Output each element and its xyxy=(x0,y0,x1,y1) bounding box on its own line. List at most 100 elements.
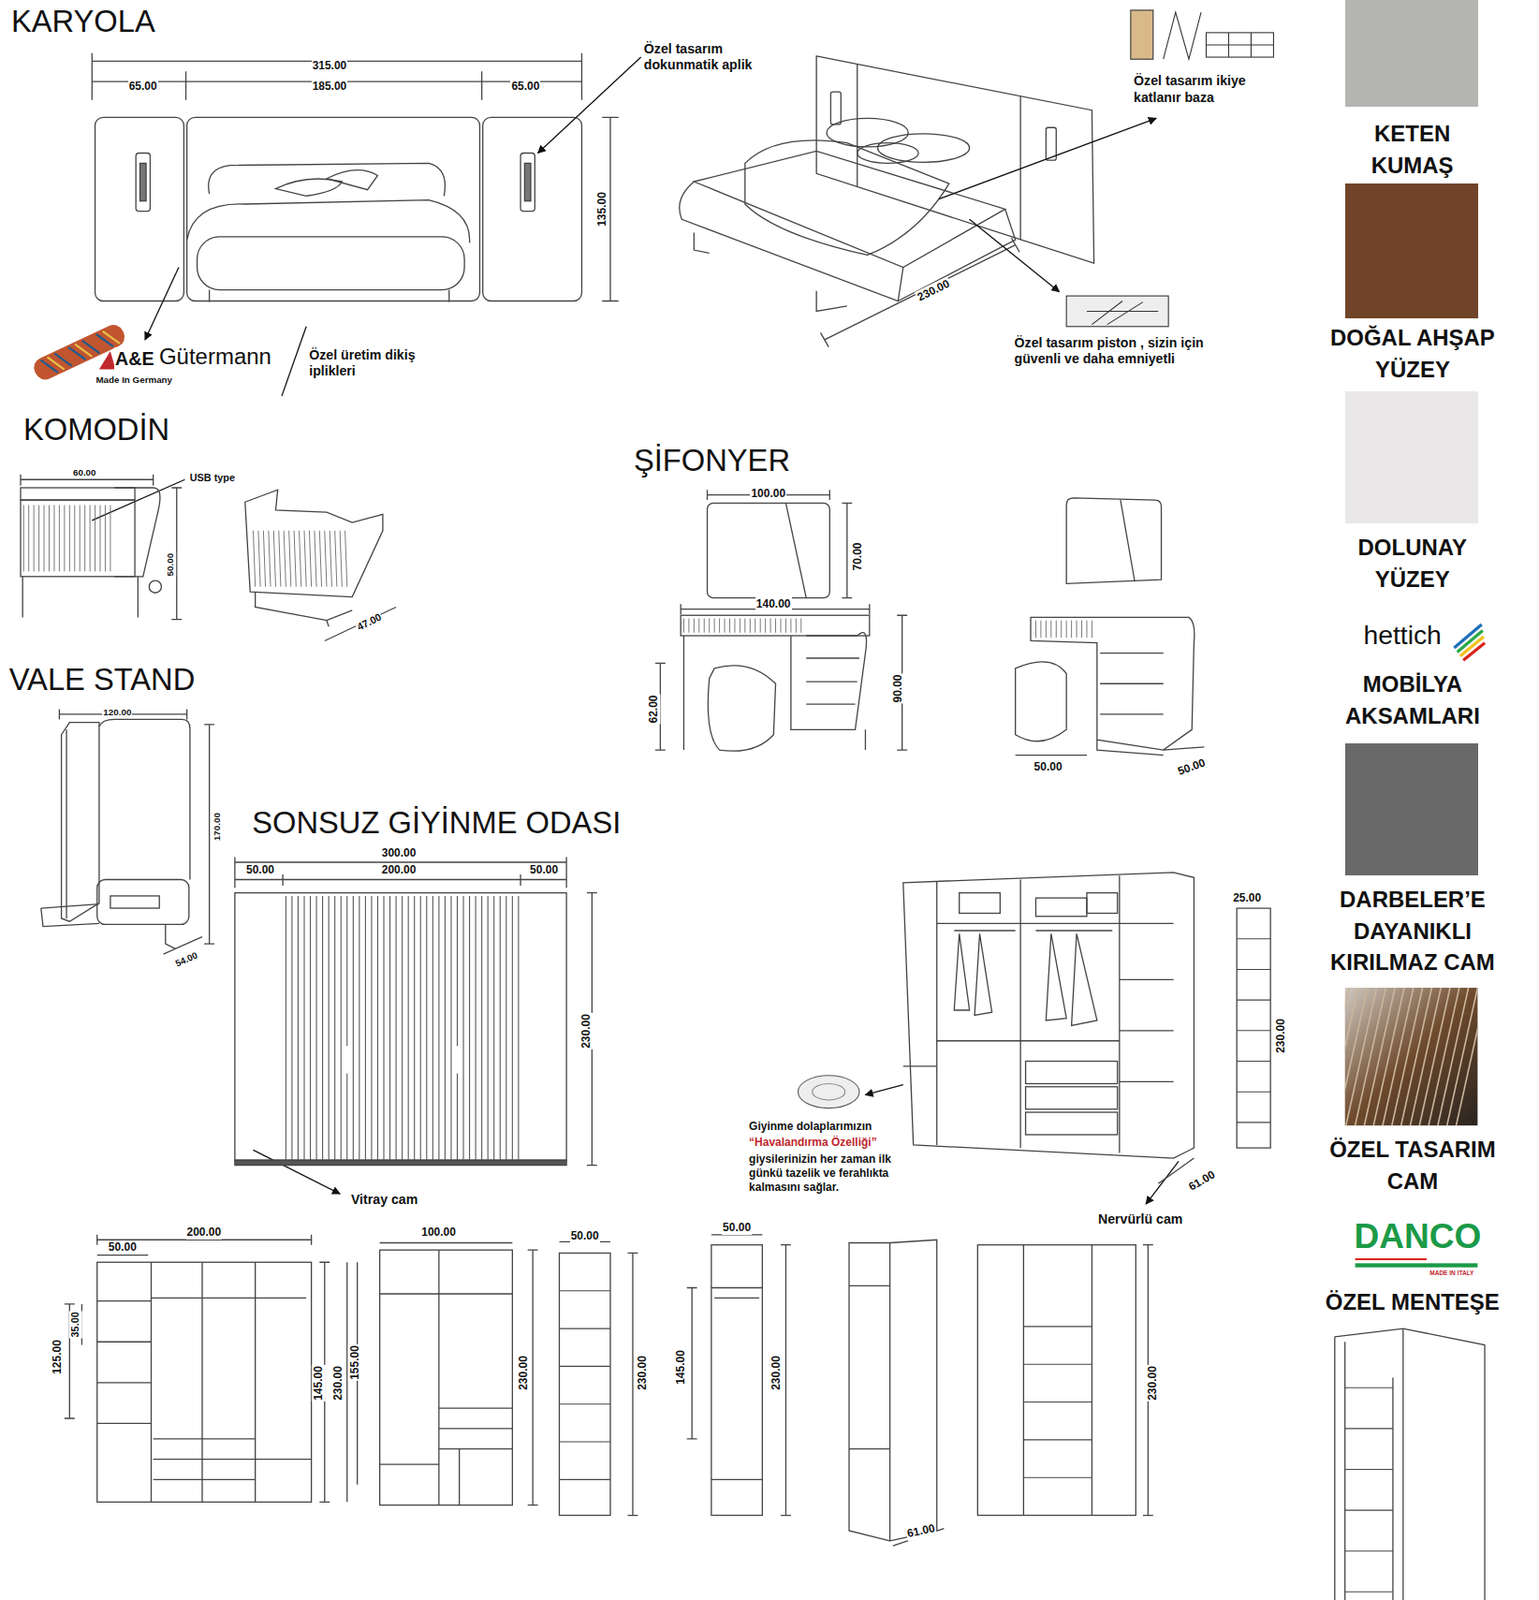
vitray-stripes xyxy=(370,895,372,1160)
vitray-stripes xyxy=(346,895,348,1160)
ribbed-front xyxy=(89,505,91,572)
side-shelves xyxy=(1236,968,1271,970)
dimension-label: 61.00 xyxy=(1186,1167,1219,1195)
dimension-label: 135.00 xyxy=(595,190,610,228)
vitray-stripes xyxy=(352,895,354,1160)
leader-lines xyxy=(969,219,1060,292)
module-shelves xyxy=(558,1441,610,1443)
ribbed-front xyxy=(268,530,271,587)
cam-ribs xyxy=(1392,987,1423,1126)
vitray-stripes xyxy=(408,895,410,1160)
cam-ribs xyxy=(1428,987,1460,1126)
vitray-stripes xyxy=(425,895,427,1160)
wardrobe-perspective xyxy=(1236,908,1271,1148)
ribbed-front xyxy=(749,617,751,632)
ribbed-front xyxy=(744,617,746,632)
bed-perspective xyxy=(693,233,847,312)
dimension-label: 50.00 xyxy=(245,863,276,878)
wardrobe-modules xyxy=(97,1261,312,1502)
module-shelves xyxy=(558,1290,1393,1593)
ribbed-front xyxy=(764,617,766,632)
ribbed-front xyxy=(1060,620,1062,639)
ribbed-front xyxy=(714,617,716,632)
ribbed-front xyxy=(23,505,1092,639)
vale-stand xyxy=(110,895,160,909)
vitray-stripes xyxy=(499,895,501,1160)
callout-note: Özel tasarım dokunmatik aplik xyxy=(643,41,783,74)
bed-perspective xyxy=(679,56,1095,348)
dimension-label: 230.00 xyxy=(635,1354,650,1392)
ribbed-front xyxy=(38,505,40,572)
ribbed-front xyxy=(688,617,689,632)
ribbed-front xyxy=(339,530,342,587)
material-swatch xyxy=(1345,0,1479,107)
brand-logo: MADE IN ITALY xyxy=(1428,1269,1475,1277)
ribbed-front xyxy=(1091,620,1093,639)
vitray-stripes xyxy=(377,895,379,1160)
ribbed-front xyxy=(790,617,792,632)
leader-lines xyxy=(1145,1160,1179,1204)
callout-note: giysilerinizin her zaman ilk günkü tazel… xyxy=(747,1152,913,1195)
dimension-label: 50.00 xyxy=(1033,760,1064,775)
ribbed-front xyxy=(1040,620,1041,639)
vale-stand xyxy=(41,904,176,950)
vitray-stripes xyxy=(382,895,384,1160)
bed-front xyxy=(187,117,481,301)
cam-ribs xyxy=(1355,987,1387,1126)
sifonyer xyxy=(683,635,865,750)
dimension-label: 65.00 xyxy=(510,79,541,94)
module-shelves xyxy=(558,1289,610,1291)
section-title: KOMODİN xyxy=(22,410,171,450)
ribbed-front xyxy=(43,505,45,572)
ribbed-front xyxy=(23,505,25,572)
vent-icon xyxy=(798,1075,860,1109)
ribbed-front xyxy=(69,505,71,572)
cam-ribs xyxy=(1363,987,1395,1126)
wardrobe-perspective xyxy=(1035,897,1086,917)
dimension-label: 300.00 xyxy=(381,846,418,861)
module-shelves xyxy=(558,1328,610,1330)
module-shelves xyxy=(558,1479,610,1481)
vitray-stripes xyxy=(413,895,415,1160)
vitray-stripes xyxy=(285,895,519,1160)
wardrobe-perspective xyxy=(903,872,1271,1184)
callout-note: USB type xyxy=(189,471,236,485)
bed-front xyxy=(197,236,466,291)
dimension-label: 70.00 xyxy=(850,541,865,572)
vitray-stripes xyxy=(462,895,464,1160)
cam-ribs xyxy=(1409,987,1441,1126)
vitray-stripes xyxy=(365,895,367,1160)
fold-base-icon xyxy=(1205,32,1274,58)
ribbed-front xyxy=(760,617,762,632)
vitray-stripes xyxy=(401,895,403,1160)
sifonyer xyxy=(707,489,853,599)
callout-note: Özel tasarım piston , sizin için güvenli… xyxy=(1013,335,1246,368)
vitray-stripes xyxy=(358,895,360,1160)
module-shelves xyxy=(1023,1363,1092,1365)
dimension-label: 200.00 xyxy=(186,1225,223,1240)
bed-front xyxy=(91,53,618,303)
wardrobe-perspective xyxy=(953,933,1098,1026)
vale-stand xyxy=(41,708,215,954)
dimension-label: 50.00 xyxy=(721,1220,752,1235)
sifonyer xyxy=(1099,653,1164,715)
dimension-label: 50.00 xyxy=(107,1240,138,1255)
legend-text: KETEN KUMAŞ xyxy=(1346,117,1480,181)
vitray-stripes xyxy=(469,895,470,1160)
ribbed-front xyxy=(1050,620,1052,639)
dimension-label: 50.00 xyxy=(164,552,176,578)
dimension-label: 230.00 xyxy=(516,1354,531,1392)
vitray-stripes xyxy=(487,895,489,1160)
brand-logo: A&E xyxy=(114,347,155,371)
thread-icon xyxy=(41,329,114,377)
module-shelves xyxy=(1023,1477,1092,1479)
section-title: ŞİFONYER xyxy=(632,441,792,481)
komodin xyxy=(255,591,353,627)
wardrobe-perspective xyxy=(903,872,1195,1158)
cam-ribs xyxy=(1346,987,1378,1126)
bed-front xyxy=(326,170,378,191)
dimension-label: 62.00 xyxy=(645,694,660,725)
ribbed-front xyxy=(1055,620,1057,639)
material-swatch xyxy=(1345,743,1479,877)
sifonyer xyxy=(655,603,908,750)
